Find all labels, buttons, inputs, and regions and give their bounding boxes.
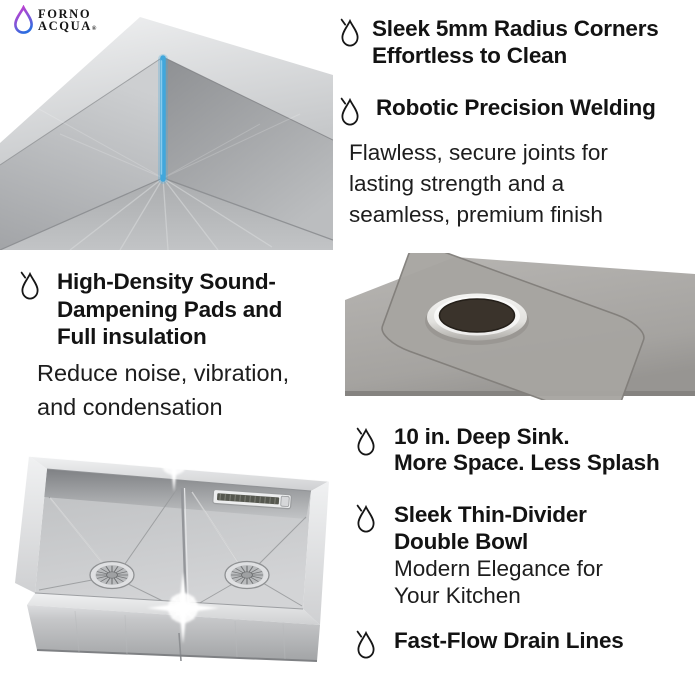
- sparkle-top: [144, 443, 204, 492]
- water-drop-icon: [356, 427, 375, 456]
- welding-desc-line2: lasting strength and a: [349, 171, 565, 196]
- sink-front-face: [27, 605, 320, 661]
- feature-welding-description: Flawless, secure joints for lasting stre…: [349, 137, 608, 230]
- thin-divider-highlight: [183, 487, 190, 611]
- feature-divider-title-line2: Double Bowl: [394, 529, 529, 554]
- sink-left-wall: [0, 57, 163, 250]
- feature-fast-flow-drain: Fast-Flow Drain Lines: [352, 627, 624, 661]
- drain-hole-rim: [438, 298, 516, 333]
- water-drop-icon: [356, 630, 375, 659]
- feature-sound-dampening: High-Density Sound- Dampening Pads and F…: [16, 268, 282, 351]
- feature-sound-title-line1: High-Density Sound-: [57, 269, 276, 294]
- sink-corner-photo: [0, 17, 333, 250]
- left-drain-strainer: [89, 560, 135, 590]
- feature-deep-title-line2: More Space. Less Splash: [394, 450, 660, 475]
- sparkle-bottom: [147, 572, 219, 644]
- feature-radius-corners: Sleek 5mm Radius Corners Effortless to C…: [336, 15, 659, 69]
- right-drain-strainer: [224, 560, 270, 590]
- brand-name-line1: FORNO: [38, 7, 92, 21]
- feature-radius-title-line2: Effortless to Clean: [372, 43, 567, 68]
- feature-drain-title: Fast-Flow Drain Lines: [394, 628, 624, 653]
- welding-desc-line3: seamless, premium finish: [349, 202, 603, 227]
- sound-desc-line1: Reduce noise, vibration,: [37, 360, 290, 386]
- brand-registered-mark: ®: [91, 26, 97, 32]
- feature-welding: Robotic Precision Welding: [336, 94, 656, 128]
- feature-sound-description: Reduce noise, vibration, and condensatio…: [37, 356, 289, 424]
- water-drop-icon: [20, 271, 39, 300]
- sink-back-wall: [44, 469, 311, 519]
- water-drop-icon: [340, 97, 359, 126]
- rim-right: [303, 481, 329, 625]
- feature-divider-desc-line2: Your Kitchen: [394, 583, 521, 608]
- feature-sound-title-line2: Dampening Pads and: [57, 296, 283, 322]
- brand-water-drop-icon: [14, 5, 33, 34]
- thin-divider: [180, 487, 188, 611]
- sink-floor: [0, 178, 333, 250]
- drain-hole: [439, 299, 515, 332]
- feature-divider-title-line1: Sleek Thin-Divider: [394, 502, 587, 527]
- water-drop-icon: [356, 504, 375, 533]
- sink-right-wall: [163, 57, 333, 240]
- brand-name: FORNO ACQUA®: [38, 5, 96, 35]
- feature-deep-sink: 10 in. Deep Sink. More Space. Less Splas…: [352, 424, 660, 476]
- rim-left: [15, 456, 47, 593]
- sink-rim-surface: [0, 17, 333, 165]
- sound-pad-photo: [345, 253, 695, 400]
- feature-welding-title: Robotic Precision Welding: [376, 95, 656, 120]
- welding-desc-line1: Flawless, secure joints for: [349, 140, 608, 165]
- feature-radius-title-line1: Sleek 5mm Radius Corners: [372, 16, 659, 41]
- brand-logo: FORNO ACQUA®: [12, 5, 96, 35]
- brand-name-line2: ACQUA: [38, 19, 92, 33]
- front-bottom-edge: [36, 649, 318, 662]
- double-bowl-sink-photo: [15, 443, 330, 662]
- feature-sound-title-line3: Full insulation: [57, 324, 207, 349]
- feature-deep-title-line1: 10 in. Deep Sink.: [394, 424, 570, 449]
- feature-divider-desc-line1: Modern Elegance for: [394, 556, 603, 581]
- overflow-drain: [212, 488, 292, 510]
- sound-desc-line2: and condensation: [37, 394, 223, 420]
- feature-thin-divider: Sleek Thin-Divider Double Bowl Modern El…: [352, 501, 603, 609]
- water-drop-icon: [340, 18, 359, 47]
